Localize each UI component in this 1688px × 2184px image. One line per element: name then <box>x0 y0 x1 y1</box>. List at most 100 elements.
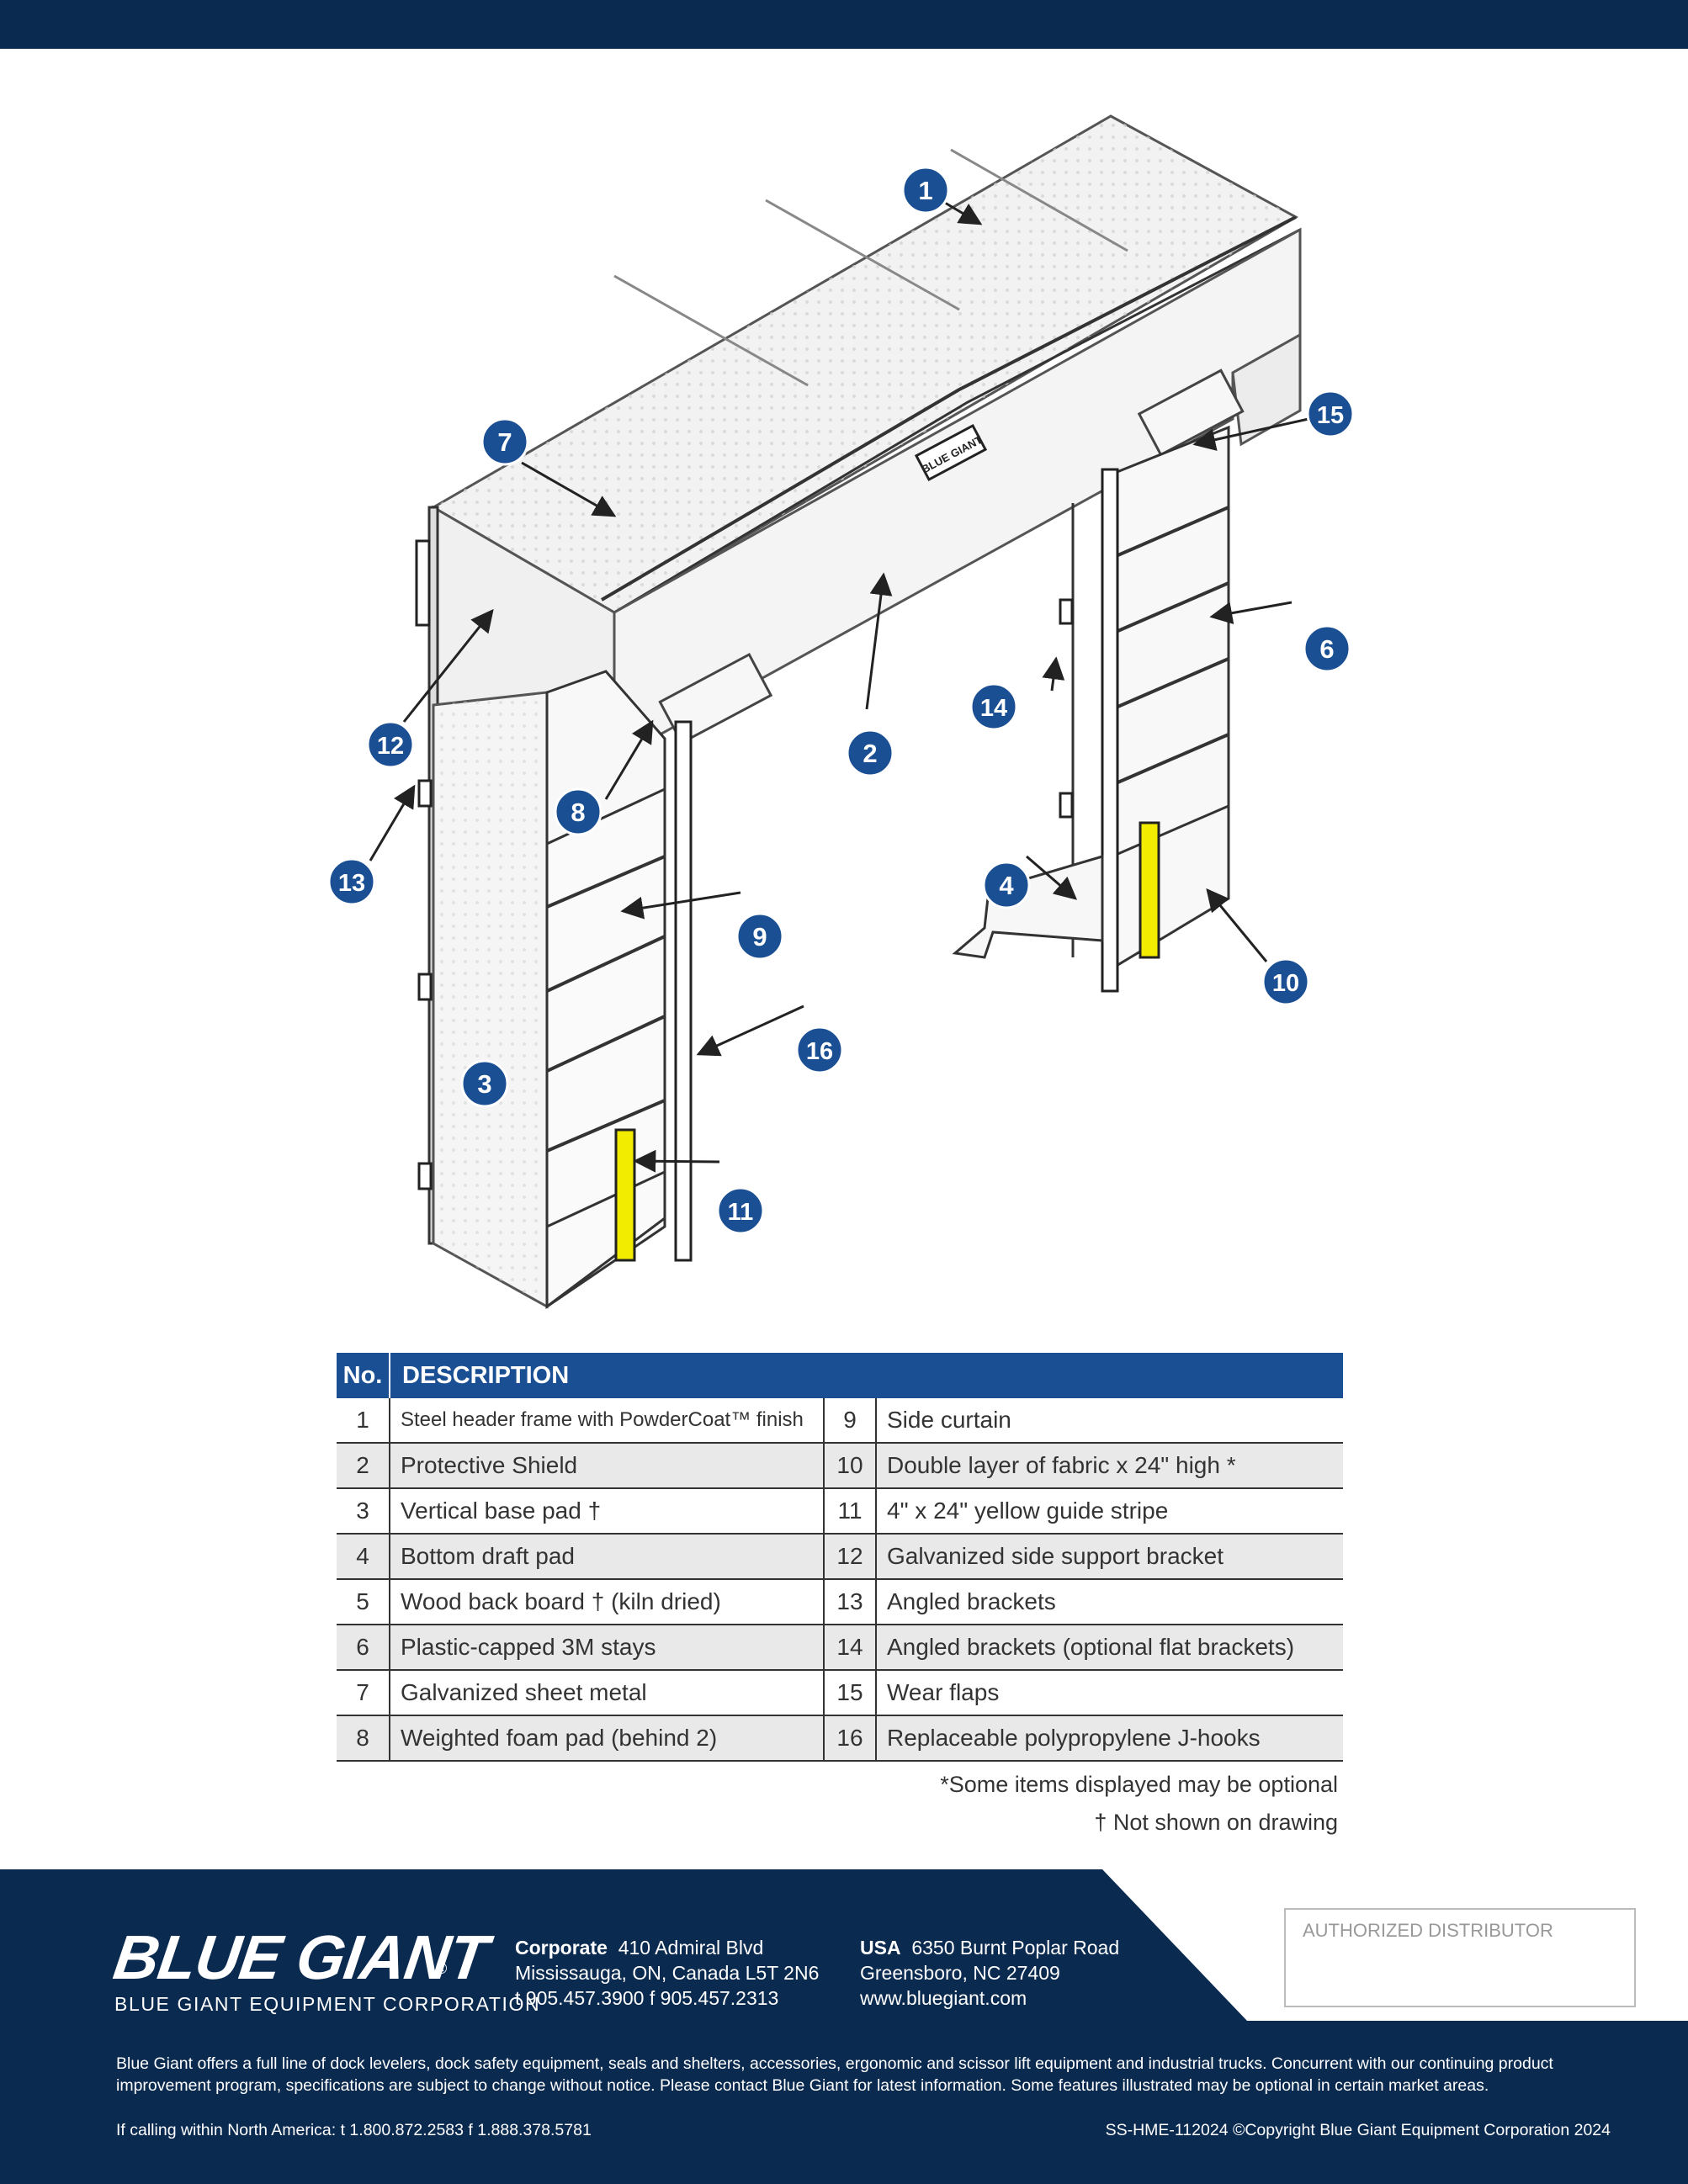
callout-16: 16 <box>795 1026 844 1074</box>
table-row: 7 Galvanized sheet metal 15 Wear flaps <box>337 1670 1343 1716</box>
callout-14: 14 <box>969 682 1018 731</box>
item-description: Galvanized side support bracket <box>876 1534 1343 1580</box>
item-description: Angled brackets <box>876 1579 1343 1625</box>
svg-text:2: 2 <box>863 739 877 768</box>
item-description: Side curtain <box>876 1398 1343 1444</box>
svg-text:4: 4 <box>999 871 1014 900</box>
item-number: 13 <box>824 1579 877 1625</box>
item-description: Steel header frame with PowderCoat™ fini… <box>390 1398 825 1444</box>
table-row: 8 Weighted foam pad (behind 2) 16 Replac… <box>337 1715 1343 1762</box>
usa-city: Greensboro, NC 27409 <box>860 1962 1060 1984</box>
svg-text:8: 8 <box>571 798 585 827</box>
svg-text:6: 6 <box>1319 634 1334 664</box>
logo-subtitle: BLUE GIANT EQUIPMENT CORPORATION <box>114 1993 541 2015</box>
north-america-phone: If calling within North America: t 1.800… <box>116 2121 592 2139</box>
svg-text:16: 16 <box>806 1038 833 1065</box>
item-description: Protective Shield <box>390 1443 825 1489</box>
dock-shelter-drawing: BLUE GIANT <box>327 114 1355 1309</box>
leader-arrows <box>369 199 1309 1173</box>
registered-mark: ® <box>436 1960 448 1977</box>
callout-11: 11 <box>716 1186 765 1235</box>
item-number: 11 <box>824 1488 877 1535</box>
footer: BLUE GIANT ® BLUE GIANT EQUIPMENT CORPOR… <box>0 1869 1688 2184</box>
dock-shelter-diagram: BLUE GIANT <box>0 49 1688 1328</box>
item-number: 8 <box>337 1715 390 1762</box>
callout-7: 7 <box>480 417 529 466</box>
svg-text:10: 10 <box>1272 970 1299 997</box>
copyright-notice: SS-HME-112024 ©Copyright Blue Giant Equi… <box>1105 2121 1611 2139</box>
callouts: 1 2 3 4 6 7 8 9 10 11 12 13 14 15 16 <box>327 166 1355 1235</box>
svg-text:1: 1 <box>918 176 932 205</box>
table-row: 3 Vertical base pad † 11 4" x 24" yellow… <box>337 1488 1343 1535</box>
callout-15: 15 <box>1306 390 1355 438</box>
callout-2: 2 <box>846 729 894 777</box>
table-row: 5 Wood back board † (kiln dried) 13 Angl… <box>337 1579 1343 1625</box>
callout-12: 12 <box>366 720 415 769</box>
item-description: Wear flaps <box>876 1670 1343 1716</box>
table-header-row: No. DESCRIPTION <box>337 1353 1343 1398</box>
item-number: 14 <box>824 1625 877 1671</box>
callout-9: 9 <box>735 912 784 961</box>
optional-items-note: *Some items displayed may be optional <box>940 1772 1338 1797</box>
usa-street: 6350 Burnt Poplar Road <box>911 1937 1120 1959</box>
table-row: 6 Plastic-capped 3M stays 14 Angled brac… <box>337 1625 1343 1671</box>
svg-text:9: 9 <box>752 922 767 952</box>
column-header-no: No. <box>337 1353 390 1398</box>
callout-1: 1 <box>901 166 950 215</box>
item-description: Plastic-capped 3M stays <box>390 1625 825 1671</box>
item-description: Weighted foam pad (behind 2) <box>390 1715 825 1762</box>
callout-4: 4 <box>982 861 1031 909</box>
column-header-description: DESCRIPTION <box>390 1353 1343 1398</box>
item-description: Replaceable polypropylene J-hooks <box>876 1715 1343 1762</box>
table-row: 4 Bottom draft pad 12 Galvanized side su… <box>337 1534 1343 1580</box>
callout-6: 6 <box>1303 624 1351 673</box>
usa-label: USA <box>860 1937 901 1959</box>
corporate-phone: t 905.457.3900 f 905.457.2313 <box>515 1987 779 2009</box>
corporate-city: Mississauga, ON, Canada L5T 2N6 <box>515 1962 820 1984</box>
authorized-distributor-label: AUTHORIZED DISTRIBUTOR <box>1303 1920 1553 1941</box>
item-number: 1 <box>337 1398 390 1444</box>
item-description: Double layer of fabric x 24" high * <box>876 1443 1343 1489</box>
item-description: Angled brackets (optional flat brackets) <box>876 1625 1343 1671</box>
table-row: 1 Steel header frame with PowderCoat™ fi… <box>337 1398 1343 1444</box>
item-number: 12 <box>824 1534 877 1580</box>
authorized-distributor-box: AUTHORIZED DISTRIBUTOR <box>1284 1908 1636 2007</box>
item-description: Galvanized sheet metal <box>390 1670 825 1716</box>
item-number: 16 <box>824 1715 877 1762</box>
callout-3: 3 <box>460 1059 509 1108</box>
callout-13: 13 <box>327 857 376 906</box>
website-link[interactable]: www.bluegiant.com <box>860 1987 1027 2009</box>
svg-text:14: 14 <box>980 695 1007 722</box>
item-number: 5 <box>337 1579 390 1625</box>
usa-address: USA 6350 Burnt Poplar Road Greensboro, N… <box>860 1935 1119 2011</box>
table-row: 2 Protective Shield 10 Double layer of f… <box>337 1443 1343 1489</box>
svg-text:11: 11 <box>728 1199 754 1226</box>
item-description: Vertical base pad † <box>390 1488 825 1535</box>
item-description: Bottom draft pad <box>390 1534 825 1580</box>
top-bar <box>0 0 1688 49</box>
svg-text:7: 7 <box>497 427 512 457</box>
blue-giant-logo: BLUE GIANT ® BLUE GIANT EQUIPMENT CORPOR… <box>109 1922 541 2016</box>
parts-table: No. DESCRIPTION 1 Steel header frame wit… <box>337 1353 1343 1762</box>
corporate-street: 410 Admiral Blvd <box>618 1937 764 1959</box>
item-number: 6 <box>337 1625 390 1671</box>
item-description: 4" x 24" yellow guide stripe <box>876 1488 1343 1535</box>
callout-10: 10 <box>1261 957 1310 1006</box>
callout-8: 8 <box>554 787 602 836</box>
item-number: 7 <box>337 1670 390 1716</box>
svg-text:13: 13 <box>338 870 365 897</box>
item-number: 9 <box>824 1398 877 1444</box>
item-description: Wood back board † (kiln dried) <box>390 1579 825 1625</box>
svg-text:3: 3 <box>477 1069 491 1099</box>
item-number: 3 <box>337 1488 390 1535</box>
item-number: 10 <box>824 1443 877 1489</box>
svg-text:15: 15 <box>1317 402 1344 429</box>
item-number: 2 <box>337 1443 390 1489</box>
corporate-label: Corporate <box>515 1937 608 1959</box>
item-number: 4 <box>337 1534 390 1580</box>
corporate-address: Corporate 410 Admiral Blvd Mississauga, … <box>515 1935 819 2011</box>
item-number: 15 <box>824 1670 877 1716</box>
svg-text:12: 12 <box>377 733 404 760</box>
logo-wordmark: BLUE GIANT <box>109 1922 492 1992</box>
not-shown-note: † Not shown on drawing <box>1094 1810 1338 1835</box>
